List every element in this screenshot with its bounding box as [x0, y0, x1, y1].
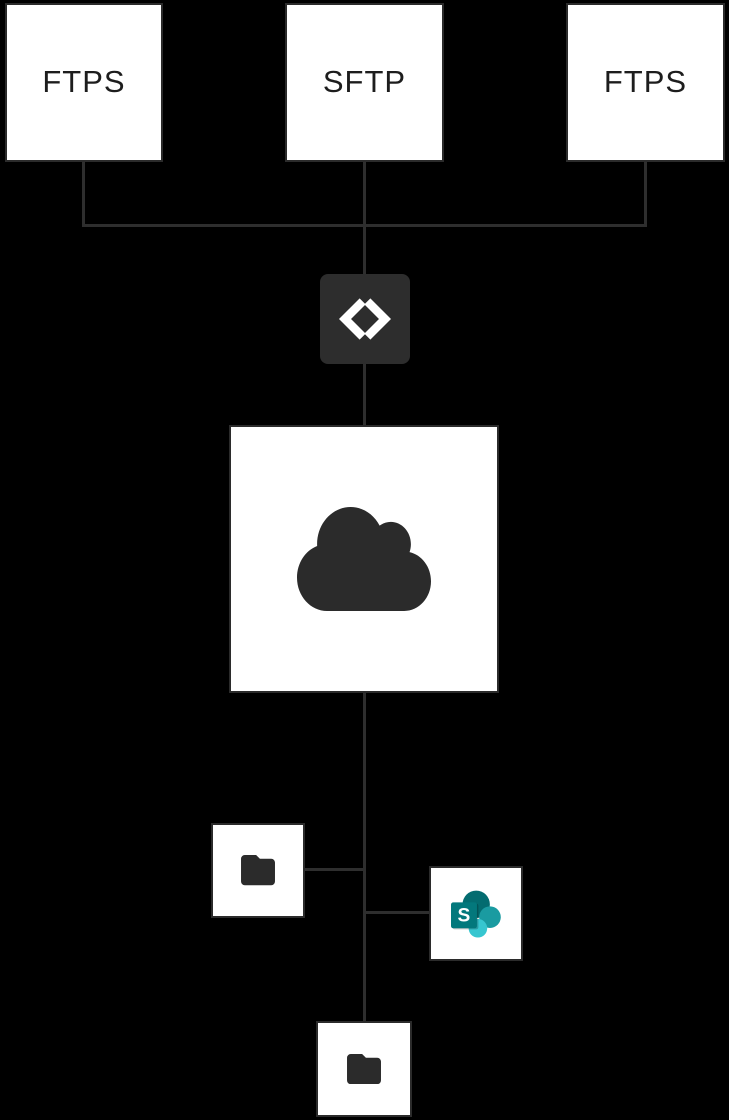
svg-text:S: S — [458, 905, 471, 926]
